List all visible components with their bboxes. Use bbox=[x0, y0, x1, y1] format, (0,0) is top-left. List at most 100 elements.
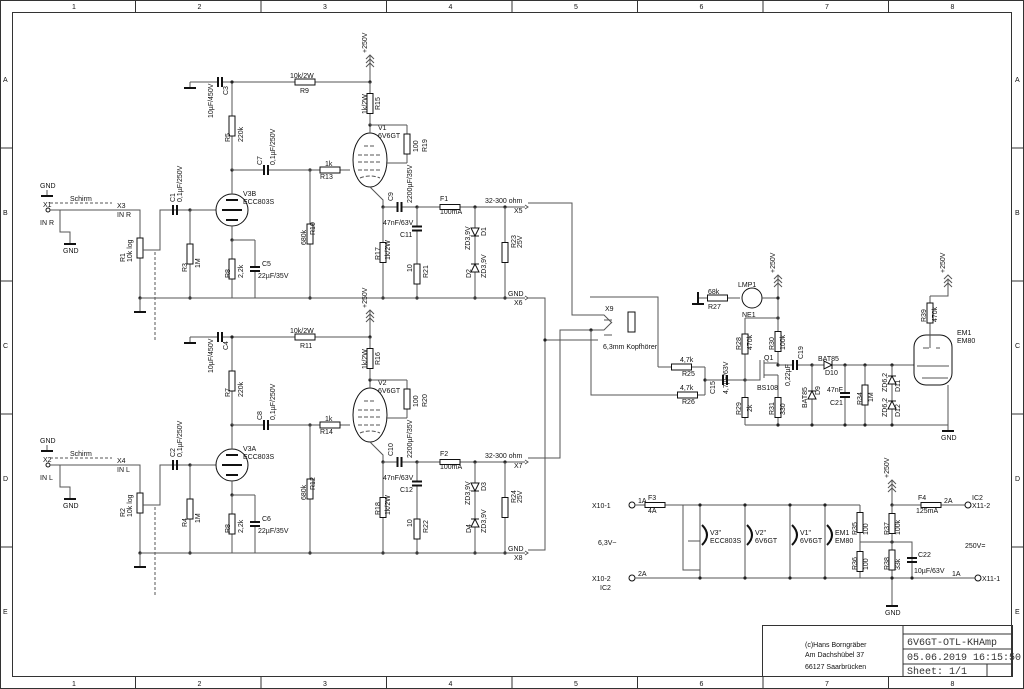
tube-ref: V3A bbox=[243, 446, 257, 453]
res-value: 1k bbox=[325, 416, 333, 423]
pin-label: 1A bbox=[638, 498, 647, 505]
connector-label: IN R bbox=[117, 212, 131, 219]
cap-ref: C4 bbox=[223, 341, 230, 350]
res-ref: R10 bbox=[310, 222, 317, 235]
res-value: 2k bbox=[747, 404, 754, 412]
wire bbox=[112, 464, 141, 553]
diode-ref: D4 bbox=[466, 524, 473, 533]
cap-ref: C10 bbox=[388, 443, 395, 456]
heater-type: EM80 bbox=[835, 538, 853, 545]
diode-ref: D10 bbox=[825, 370, 838, 377]
column-label: 7 bbox=[825, 681, 829, 688]
junction-dot bbox=[543, 338, 547, 342]
heater-ref: V1" bbox=[800, 530, 812, 537]
tube-type: ECC803S bbox=[243, 199, 274, 206]
res-ref: R14 bbox=[320, 429, 333, 436]
connector-icon bbox=[964, 501, 972, 509]
wire bbox=[745, 360, 761, 381]
diode-ref: D3 bbox=[481, 482, 488, 491]
zener-diode bbox=[887, 374, 897, 385]
cap-ref: C8 bbox=[257, 411, 264, 420]
wire bbox=[112, 209, 141, 298]
resistor bbox=[707, 294, 728, 302]
connector-icon bbox=[628, 574, 636, 582]
wire bbox=[682, 505, 700, 571]
resistor bbox=[888, 549, 896, 571]
diode-value: ZD3,9V bbox=[465, 226, 472, 250]
shield-label: Schirm bbox=[70, 196, 92, 203]
connector-ref: X10-1 bbox=[592, 503, 611, 510]
junction-dot bbox=[698, 576, 702, 580]
row-label: D bbox=[3, 476, 8, 483]
gnd-label: GND bbox=[508, 291, 524, 298]
tube-type: 6V6GT bbox=[378, 388, 401, 395]
diode-ref: D2 bbox=[466, 269, 473, 278]
connector-arrow-icon bbox=[524, 204, 529, 301]
res-value: 330 bbox=[780, 403, 787, 415]
pot-ref: R2 bbox=[120, 508, 127, 517]
zener-diode bbox=[470, 262, 480, 273]
connector-ref: IC2 bbox=[972, 495, 983, 502]
cap-ref: C5 bbox=[262, 261, 271, 268]
connector-ref: X11-2 bbox=[972, 503, 990, 510]
column-label: 2 bbox=[198, 681, 202, 688]
pentode-tube bbox=[352, 387, 388, 443]
resistor bbox=[926, 302, 934, 324]
jack-label: IN R bbox=[40, 220, 54, 227]
fuse bbox=[644, 502, 666, 508]
snubber-capacitor bbox=[412, 225, 422, 232]
res-ref: R23 bbox=[511, 235, 518, 248]
wire bbox=[528, 202, 598, 316]
cap-value: 47nF bbox=[827, 387, 843, 394]
heater-coil-icon bbox=[791, 524, 798, 546]
diode-type: BAT85 bbox=[802, 387, 809, 408]
tube-type: ECC803S bbox=[243, 454, 274, 461]
screen-resistor bbox=[403, 133, 411, 155]
resistor bbox=[741, 397, 749, 418]
cap-ref: C11 bbox=[400, 232, 412, 239]
column-label: 6 bbox=[700, 681, 704, 688]
mosfet-icon bbox=[763, 360, 778, 378]
junction-dot bbox=[776, 296, 780, 300]
zener-diode bbox=[470, 227, 480, 238]
cap-ref: C7 bbox=[257, 156, 264, 165]
cap-value: 47nF/63V bbox=[383, 220, 414, 227]
res-ref: R11 bbox=[300, 343, 312, 350]
res-ref: R38 bbox=[884, 557, 891, 570]
cap-ref: C1 bbox=[170, 193, 177, 202]
resistor bbox=[774, 397, 782, 418]
resistor bbox=[856, 551, 864, 572]
zener-diode bbox=[470, 482, 480, 493]
diode-ref: D12 bbox=[895, 404, 902, 417]
res-value: 10 bbox=[407, 264, 414, 272]
connector-arrow-icon bbox=[524, 459, 529, 556]
res-value: 68k bbox=[708, 289, 720, 296]
triode-electrodes bbox=[222, 199, 242, 221]
grid-resistor bbox=[186, 498, 194, 520]
res-ref: R39 bbox=[921, 309, 928, 322]
res-ref: R34 bbox=[857, 392, 864, 405]
column-label: 3 bbox=[323, 4, 327, 11]
cap-value: 47nF/63V bbox=[383, 475, 414, 482]
junction-dot bbox=[863, 423, 867, 427]
diode-value: ZD3,9V bbox=[481, 254, 488, 278]
row-label: D bbox=[1015, 476, 1020, 483]
row-label: A bbox=[3, 77, 8, 84]
sheet-number: Sheet: 1/1 bbox=[907, 666, 967, 678]
tube-ref: V2 bbox=[378, 380, 387, 387]
res-value: 1k/2W bbox=[362, 94, 369, 114]
supply-label: +250V bbox=[940, 252, 947, 273]
junction-dot bbox=[743, 576, 747, 580]
row-label: E bbox=[1015, 609, 1020, 616]
fuse-value: 100mA bbox=[440, 209, 463, 216]
heater-coil-icon bbox=[701, 524, 708, 546]
junction-dot bbox=[776, 423, 780, 427]
supply-label: +250V bbox=[362, 287, 369, 308]
column-label: 1 bbox=[72, 4, 76, 11]
res-value: 2,2k bbox=[238, 519, 245, 533]
gnd-connector-ref: X8 bbox=[514, 555, 523, 562]
res-ref: R8 bbox=[225, 269, 232, 278]
pentode-electrodes bbox=[358, 400, 382, 434]
diode-ref: D9 bbox=[815, 386, 822, 395]
